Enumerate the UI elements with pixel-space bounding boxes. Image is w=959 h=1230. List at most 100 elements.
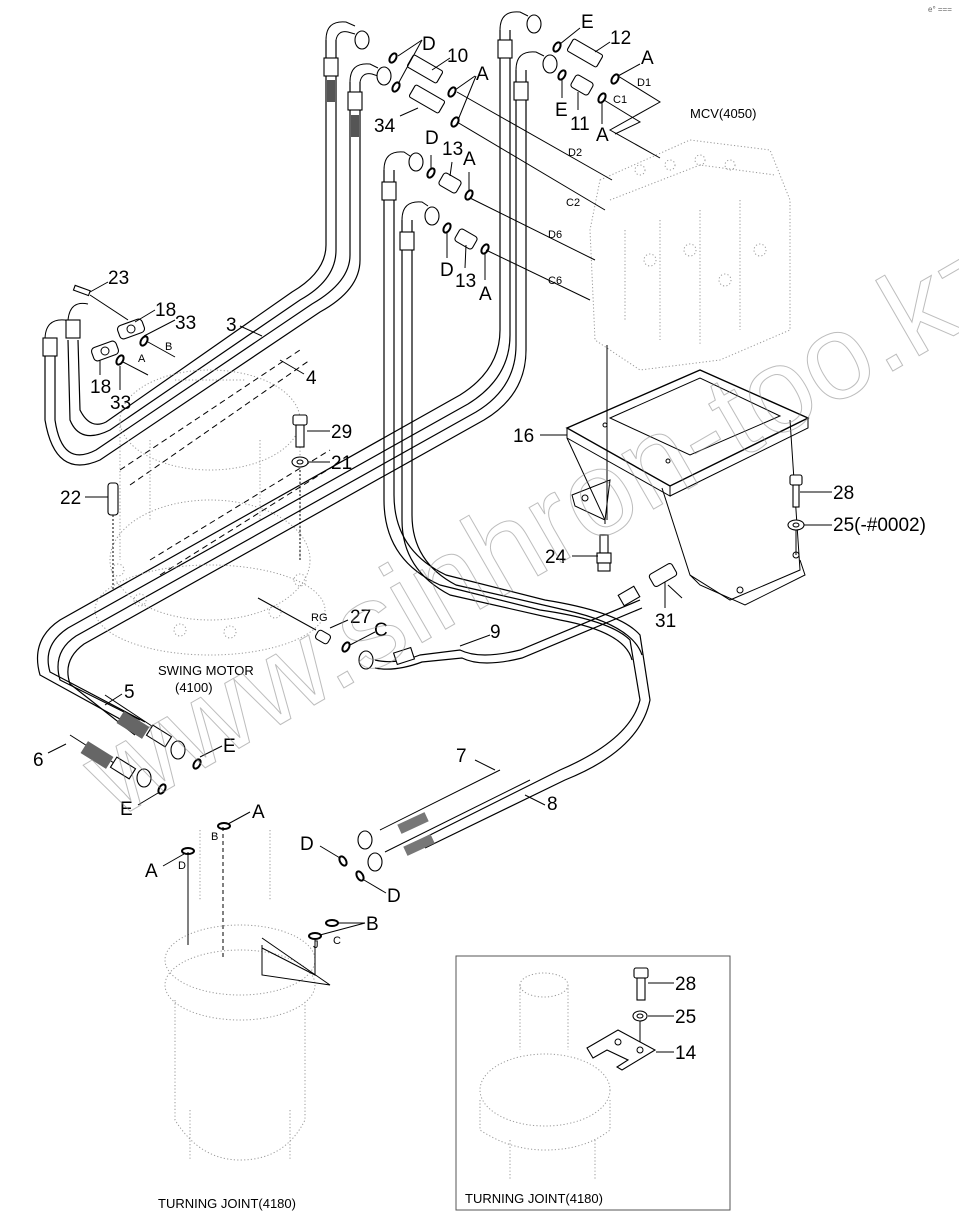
- pin-22: [107, 482, 119, 516]
- flange-18-upper: [116, 318, 146, 340]
- corner-mark: e° ===: [928, 5, 952, 14]
- port-d1: D1: [637, 77, 651, 89]
- hose-3: [67, 40, 337, 437]
- hose-4: [44, 82, 361, 466]
- part-number-31: 31: [655, 611, 676, 632]
- inset-bolt-28: [633, 967, 649, 1001]
- oring-callout-d-tj2: D: [387, 886, 401, 907]
- hose-6: [69, 734, 152, 788]
- oring-callout-a-tj2: A: [145, 861, 158, 882]
- port-b-motor: B: [165, 341, 172, 353]
- mcv-valve: [589, 139, 791, 371]
- port-d2: D2: [568, 147, 582, 159]
- port-rg: RG: [311, 612, 328, 624]
- part-number-23: 23: [108, 268, 129, 289]
- part-number-4: 4: [306, 368, 317, 389]
- inset-turning-joint-label: TURNING JOINT(4180): [465, 1191, 603, 1206]
- port-c1: C1: [613, 94, 627, 106]
- oring-callout-d-13b: D: [440, 260, 454, 281]
- flange-18-lower: [90, 340, 120, 362]
- port-tj-c: C: [333, 935, 341, 947]
- drain-cock-31: [648, 562, 683, 599]
- oring-callout-b-tj: B: [366, 914, 379, 935]
- fitting-12: [566, 38, 604, 68]
- part-number-21: 21: [331, 453, 352, 474]
- washer-21: [291, 456, 309, 468]
- part-number-12: 12: [610, 28, 631, 49]
- hose-5: [104, 694, 186, 760]
- hose-7: [36, 30, 511, 731]
- swing-motor-code: (4100): [175, 680, 213, 695]
- part-number-13a: 13: [442, 139, 463, 160]
- hose-13-lower: [399, 201, 643, 661]
- oring-callout-e-6: E: [120, 799, 133, 820]
- oring-callout-d-top: D: [422, 34, 436, 55]
- stopper-plate-14: [586, 1029, 657, 1071]
- part-number-11: 11: [570, 114, 590, 135]
- oring-callout-a-13a: A: [463, 149, 476, 170]
- inset-part-number-25: 25: [675, 1007, 696, 1028]
- oring-callout-d-13a: D: [425, 128, 439, 149]
- oring-callout-a-tj1: A: [252, 802, 265, 823]
- turning-joint-label: TURNING JOINT(4180): [158, 1196, 296, 1211]
- inset-detail-box: [455, 955, 731, 1211]
- port-tj-d: D: [178, 860, 186, 872]
- part-number-33a: 33: [175, 313, 196, 334]
- port-d6: D6: [548, 229, 562, 241]
- oring-callout-d-tj1: D: [300, 834, 314, 855]
- part-number-13b: 13: [455, 271, 476, 292]
- part-number-14: 14: [675, 1043, 697, 1064]
- hose-8: [57, 70, 527, 736]
- fitting-13-upper: [438, 172, 462, 194]
- part-number-6: 6: [33, 750, 44, 771]
- part-number-24: 24: [545, 547, 567, 568]
- bolt-28: [789, 474, 803, 508]
- oring-callout-e-top: E: [581, 12, 594, 33]
- oring-callout-a-mid: A: [596, 125, 609, 146]
- bolt-23: [72, 284, 91, 297]
- washer-25: [787, 519, 805, 531]
- oring-callout-a-top: A: [476, 64, 489, 85]
- hose-13-upper: [381, 151, 651, 849]
- port-leaders: [456, 75, 661, 520]
- oring-callout-e-mid: E: [555, 100, 568, 121]
- fitting-11: [570, 74, 594, 96]
- mcv-label: MCV(4050): [690, 106, 756, 121]
- hose-7-end: [357, 812, 429, 850]
- bolt-24: [596, 534, 612, 572]
- part-number-28: 28: [833, 483, 854, 504]
- swing-motor-label: SWING MOTOR: [158, 663, 254, 678]
- oring-callout-a-top2: A: [641, 48, 654, 69]
- inset-part-number-28: 28: [675, 974, 696, 995]
- part-number-18a: 18: [155, 300, 176, 321]
- part-number-25: 25(-#0002): [833, 515, 926, 536]
- plug-27: [314, 629, 332, 645]
- oring-callout-c-9: C: [374, 620, 388, 641]
- part-number-7: 7: [456, 746, 467, 767]
- fitting-34: [408, 84, 446, 114]
- part-number-5: 5: [124, 682, 135, 703]
- part-number-16: 16: [513, 426, 534, 447]
- part-number-34: 34: [374, 116, 396, 137]
- part-number-29: 29: [331, 422, 352, 443]
- part-number-27: 27: [350, 607, 371, 628]
- port-c2: C2: [566, 197, 580, 209]
- hose-8-end: [367, 834, 435, 872]
- oring-callout-a-13b: A: [479, 284, 492, 305]
- bolt-29: [292, 414, 308, 448]
- part-number-18b: 18: [90, 377, 111, 398]
- part-number-33b: 33: [110, 393, 131, 414]
- inset-washer-25: [632, 1010, 648, 1022]
- port-tj-b: B: [211, 831, 218, 843]
- part-number-10: 10: [447, 46, 468, 67]
- part-number-9: 9: [490, 622, 501, 643]
- part-number-3: 3: [226, 315, 237, 336]
- hose-9: [358, 585, 643, 670]
- port-c6: C6: [548, 275, 562, 287]
- port-a-motor: A: [138, 353, 146, 365]
- fitting-13-lower: [454, 228, 478, 250]
- oring-callout-e-5: E: [223, 736, 236, 757]
- port-tj-j: J: [313, 939, 319, 951]
- part-number-8: 8: [547, 794, 558, 815]
